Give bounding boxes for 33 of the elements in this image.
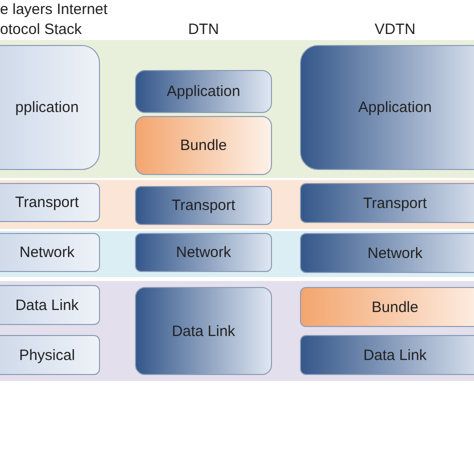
layer-box — [0, 183, 100, 222]
layer-box — [300, 233, 474, 273]
column-heading: VDTN — [374, 20, 416, 40]
layer-box — [135, 287, 272, 375]
layer-name: Bundle — [180, 137, 227, 154]
layer-box — [300, 287, 474, 327]
layer-box — [0, 335, 100, 375]
layer-name: Data Link — [15, 296, 79, 314]
column-heading: DTN — [187, 20, 220, 40]
layer-name: Transport — [172, 197, 236, 214]
layer-box — [135, 186, 272, 225]
column-heading: e layers Internet otocol Stack — [0, 0, 109, 40]
layer-box — [0, 233, 100, 272]
layer-name: Application — [166, 83, 240, 100]
layer-name: Data Link — [363, 346, 427, 364]
layer-box — [0, 45, 100, 170]
layer-name: Data Link — [172, 322, 236, 340]
layer-name: Bundle — [372, 298, 418, 316]
layer-name: Network — [367, 244, 422, 262]
layer-box — [300, 45, 474, 170]
layer-name: Network — [176, 244, 231, 261]
layer-name: pplication — [15, 99, 79, 116]
layer-name: Application — [358, 99, 432, 116]
layer-name: Transport — [363, 194, 427, 212]
layer-box — [135, 116, 272, 175]
layer-name: Physical — [19, 346, 75, 364]
layer-name: Network — [19, 244, 74, 261]
layer-box — [300, 335, 474, 375]
layer-box — [0, 285, 100, 325]
layer-name: Transport — [15, 194, 79, 211]
layer-box — [135, 233, 272, 272]
layer-box — [135, 70, 272, 113]
layer-box — [300, 183, 474, 223]
